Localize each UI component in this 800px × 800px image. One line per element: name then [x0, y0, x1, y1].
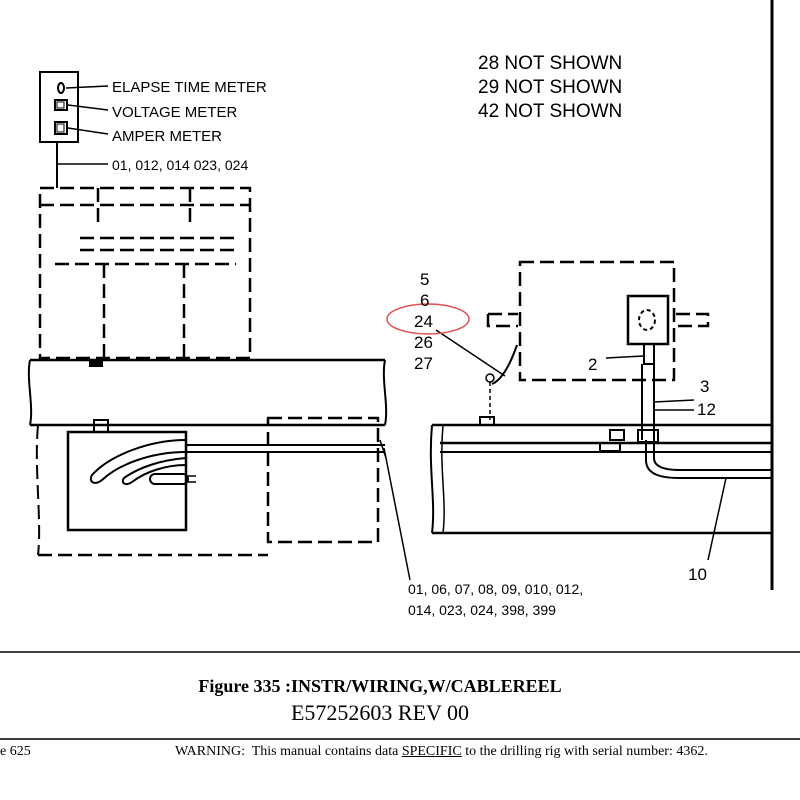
wiring-diagram: ELAPSE TIME METER VOLTAGE METER AMPER ME…	[0, 0, 800, 653]
voltage-meter-icon	[54, 99, 68, 111]
callout-6: 6	[420, 291, 429, 310]
callout-27: 27	[414, 354, 433, 373]
callout-3: 3	[700, 377, 709, 396]
cable-label-line-2: 014, 023, 024, 398, 399	[408, 602, 556, 618]
voltage-meter-label: VOLTAGE METER	[112, 104, 237, 121]
warning-emphasis: SPECIFIC	[401, 744, 462, 759]
highlight-ellipse	[386, 303, 470, 335]
amper-meter-icon	[54, 121, 68, 135]
elapse-time-meter-icon	[57, 82, 65, 94]
footer-warning: WARNING: This manual contains data SPECI…	[175, 744, 708, 760]
callout-2: 2	[588, 355, 597, 374]
elapse-time-meter-label: ELAPSE TIME METER	[112, 79, 267, 96]
footer-divider	[0, 738, 800, 740]
drawing-number: E57252603 REV 00	[290, 700, 470, 725]
junction-box	[626, 294, 670, 346]
callout-10: 10	[688, 565, 707, 584]
amper-meter-label: AMPER METER	[112, 128, 222, 145]
not-shown-42: 42 NOT SHOWN	[478, 101, 622, 122]
warning-prefix: WARNING: This manual contains data	[175, 744, 402, 759]
callout-24: 24	[414, 312, 433, 331]
not-shown-29: 29 NOT SHOWN	[478, 77, 622, 98]
cable-label-line-1: 01, 06, 07, 08, 09, 010, 012,	[408, 581, 583, 597]
page-number: e 625	[0, 744, 31, 759]
callout-12: 12	[697, 400, 716, 419]
warning-suffix: to the drilling rig with serial number: …	[461, 744, 708, 759]
callout-5: 5	[420, 270, 429, 289]
figure-title: Figure 335 :INSTR/WIRING,W/CABLEREEL	[198, 676, 562, 696]
callout-26: 26	[414, 333, 433, 352]
meter-wire-label: 01, 012, 014 023, 024	[112, 157, 248, 173]
not-shown-28: 28 NOT SHOWN	[478, 53, 622, 74]
